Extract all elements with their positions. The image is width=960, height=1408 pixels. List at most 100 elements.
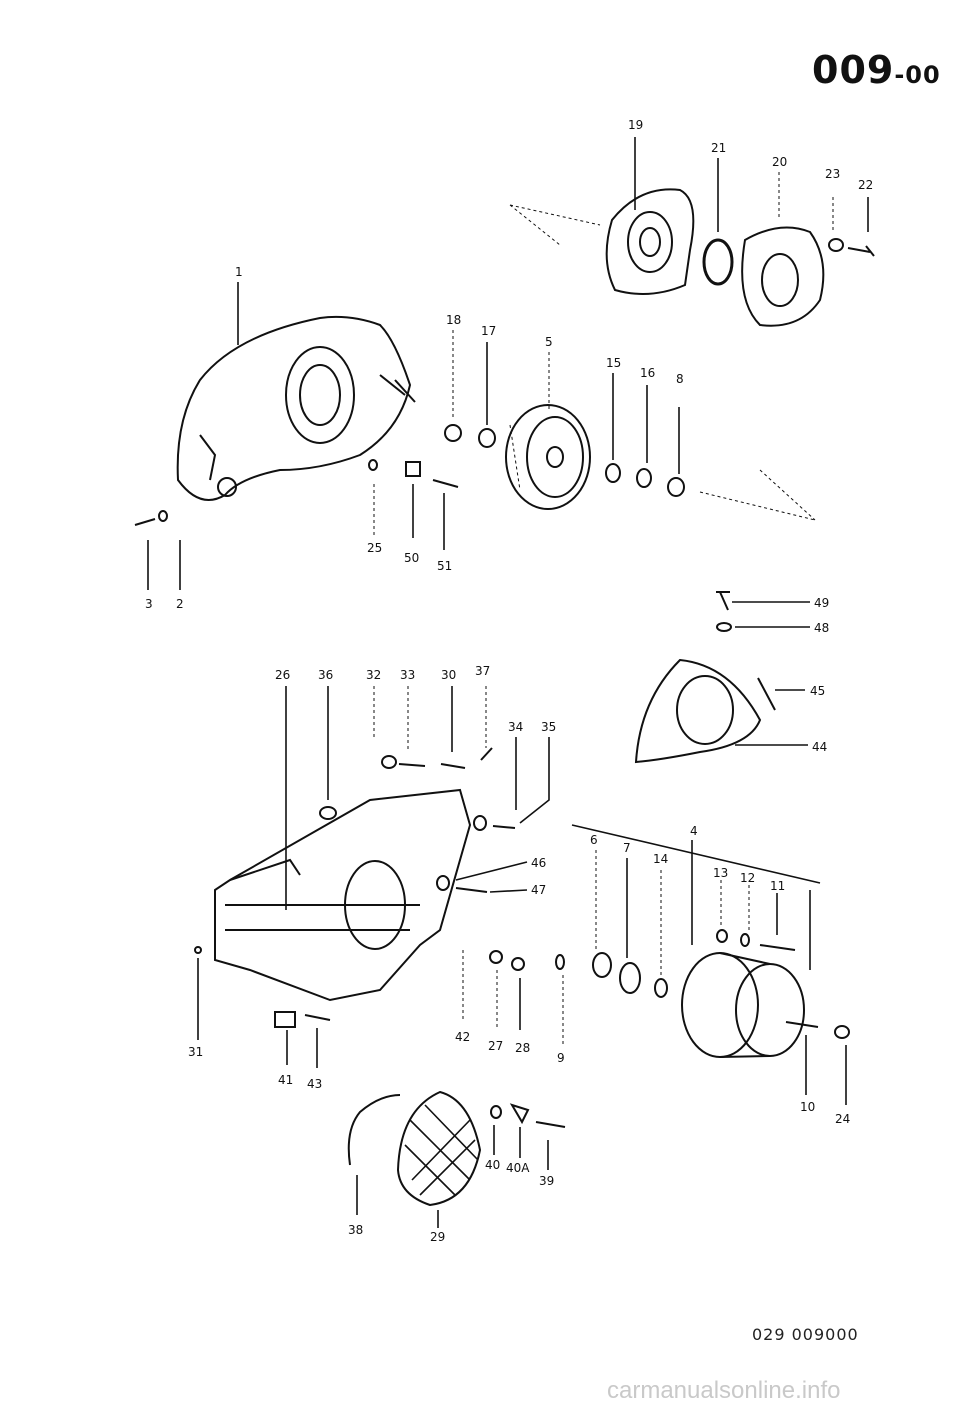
callout-4: 4 [690, 824, 698, 838]
callout-10: 10 [800, 1100, 815, 1114]
front-cover-plate [741, 226, 825, 327]
plug-37 [480, 747, 493, 761]
callout-51: 51 [437, 559, 452, 573]
callout-16: 16 [640, 366, 655, 380]
bolt-22 [847, 245, 875, 257]
washer-13 [716, 929, 728, 943]
lower-fan-housing [214, 788, 472, 1002]
callout-42: 42 [455, 1030, 470, 1044]
strap-38 [347, 1094, 401, 1166]
fan-wheel [681, 952, 805, 1058]
callout-15: 15 [606, 356, 621, 370]
callout-17: 17 [481, 324, 496, 338]
fan-housing-cover [176, 315, 416, 501]
screw-51 [432, 479, 459, 488]
callout-25: 25 [367, 541, 382, 555]
guard-screen [396, 1090, 482, 1207]
nut-28 [511, 957, 525, 971]
washer-27 [489, 950, 503, 964]
leader-lines [147, 137, 869, 1228]
callout-32: 32 [366, 668, 381, 682]
circlip-9 [555, 954, 565, 970]
callout-8: 8 [676, 372, 684, 386]
callout-6: 6 [590, 833, 598, 847]
callout-34: 34 [508, 720, 523, 734]
page-code-main: 009 [812, 48, 895, 92]
callout-28: 28 [515, 1041, 530, 1055]
page-code: 009-00 [812, 48, 941, 92]
callout-45: 45 [810, 684, 825, 698]
bolt-33 [398, 763, 426, 767]
screw-49 [716, 591, 730, 611]
callout-37: 37 [475, 664, 490, 678]
ring-25 [368, 459, 378, 471]
callout-22: 22 [858, 178, 873, 192]
callout-19: 19 [628, 118, 643, 132]
callout-14: 14 [653, 852, 668, 866]
callout-49: 49 [814, 596, 829, 610]
document-reference: 029 009000 [752, 1325, 859, 1344]
lock-washer-12 [740, 933, 750, 947]
callout-13: 13 [713, 866, 728, 880]
callout-40: 40 [485, 1158, 500, 1172]
page-code-sub: -00 [894, 61, 941, 89]
clamp-45 [757, 677, 776, 711]
callout-29: 29 [430, 1230, 445, 1244]
callout-1: 1 [235, 265, 243, 279]
callout-36: 36 [318, 668, 333, 682]
fan-hub-6 [592, 952, 612, 978]
callout-12: 12 [740, 871, 755, 885]
gasket-ring [702, 238, 734, 286]
nut-8 [667, 477, 685, 497]
washer-23 [828, 238, 844, 252]
callout-18: 18 [446, 313, 461, 327]
bolt-3 [134, 518, 156, 526]
callout-43: 43 [307, 1077, 322, 1091]
callout-35: 35 [541, 720, 556, 734]
spacer-7 [619, 962, 641, 994]
washer-32 [381, 755, 397, 769]
callout-50: 50 [404, 551, 419, 565]
callout-20: 20 [772, 155, 787, 169]
callout-3: 3 [145, 597, 153, 611]
callout-31: 31 [188, 1045, 203, 1059]
washer-2 [158, 510, 168, 522]
clamp-41 [274, 1011, 296, 1028]
bolt-10 [785, 1021, 819, 1028]
washer-46 [436, 875, 450, 891]
callout-33: 33 [400, 668, 415, 682]
bolt-11 [759, 944, 796, 951]
crankshaft-pulley [505, 404, 591, 510]
pin-43 [304, 1014, 331, 1021]
callout-30: 30 [441, 668, 456, 682]
seal-17 [478, 428, 496, 448]
callout-47: 47 [531, 883, 546, 897]
callout-44: 44 [812, 740, 827, 754]
callout-21: 21 [711, 141, 726, 155]
clip-31 [194, 946, 202, 954]
bolt-39 [535, 1121, 566, 1128]
rear-cover-plate [605, 188, 695, 295]
lower-cover-plate [634, 658, 762, 764]
callout-11: 11 [770, 879, 785, 893]
callout-9: 9 [557, 1051, 565, 1065]
nut-24 [834, 1025, 850, 1039]
callout-23: 23 [825, 167, 840, 181]
watermark: carmanualsonline.info [607, 1377, 841, 1404]
callout-26: 26 [275, 668, 290, 682]
bolt-35 [492, 825, 516, 829]
callout-7: 7 [623, 841, 631, 855]
callout-48: 48 [814, 621, 829, 635]
washer-15 [605, 463, 621, 483]
callout-5: 5 [545, 335, 553, 349]
stud-30 [440, 763, 466, 769]
callout-24: 24 [835, 1112, 850, 1126]
washer-48 [716, 622, 732, 632]
callout-2: 2 [176, 597, 184, 611]
callout-41: 41 [278, 1073, 293, 1087]
callout-labels: 19 21 20 23 22 1 18 17 5 15 16 8 25 50 5… [145, 118, 873, 1244]
nut-18 [444, 424, 462, 442]
nut-36 [319, 806, 337, 820]
callout-40a: 40A [506, 1161, 530, 1175]
